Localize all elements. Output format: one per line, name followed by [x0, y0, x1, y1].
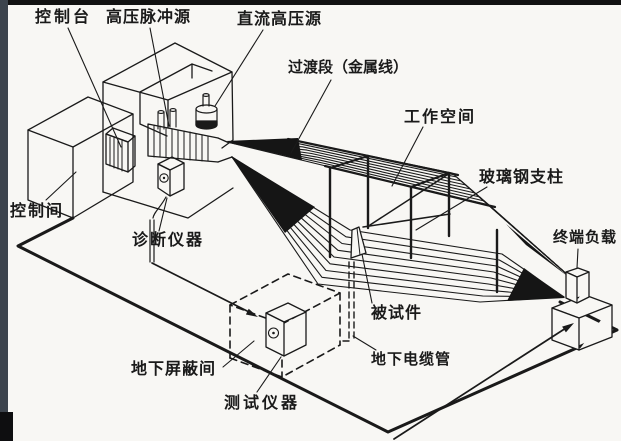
diagonal-braces	[362, 172, 451, 228]
label-hv-pulse-source: 高压脉冲源	[106, 7, 192, 26]
label-frp-pillar: 玻璃钢支柱	[479, 167, 565, 186]
pointer-arrow	[393, 323, 574, 440]
pulser-hall	[102, 42, 234, 219]
work-space-frame	[286, 137, 499, 294]
test-instrument-box	[265, 302, 307, 357]
label-working-space: 工作空间	[404, 107, 477, 126]
cross-beams	[329, 155, 450, 188]
console-panel	[105, 127, 136, 173]
label-test-instruments: 测试仪器	[224, 393, 301, 412]
ground-outline	[16, 216, 619, 434]
label-control-room: 控制间	[10, 201, 65, 220]
dc-source-bottle	[195, 92, 218, 130]
control-room-annex	[27, 96, 134, 219]
scan-corner-block	[0, 412, 13, 441]
bushings	[157, 108, 177, 130]
label-test-object: 被试件	[371, 303, 423, 322]
roof-cutaway	[139, 63, 213, 137]
buried-cable	[149, 196, 258, 317]
scan-top-bar	[0, 0, 621, 5]
cable-conduit	[340, 261, 355, 342]
device-under-test	[350, 226, 367, 259]
label-control-console: 控制台	[35, 7, 93, 26]
leader-lines	[45, 27, 579, 393]
label-dc-hv-source: 直流高压源	[237, 9, 323, 28]
wire-bundle-shading	[226, 138, 570, 301]
label-transition-section: 过渡段（金属线）	[288, 58, 409, 76]
label-terminal-load: 终端负载	[553, 228, 618, 246]
label-diagnostic-instruments: 诊断仪器	[132, 230, 205, 249]
terminal-load-group	[551, 267, 613, 351]
scan-left-bar	[0, 0, 8, 441]
label-underground-shielded-room: 地下屏蔽间	[131, 359, 217, 378]
label-underground-cable-duct: 地下电缆管	[371, 350, 452, 368]
pulse-source	[147, 108, 233, 163]
diagnostic-box	[157, 156, 185, 197]
